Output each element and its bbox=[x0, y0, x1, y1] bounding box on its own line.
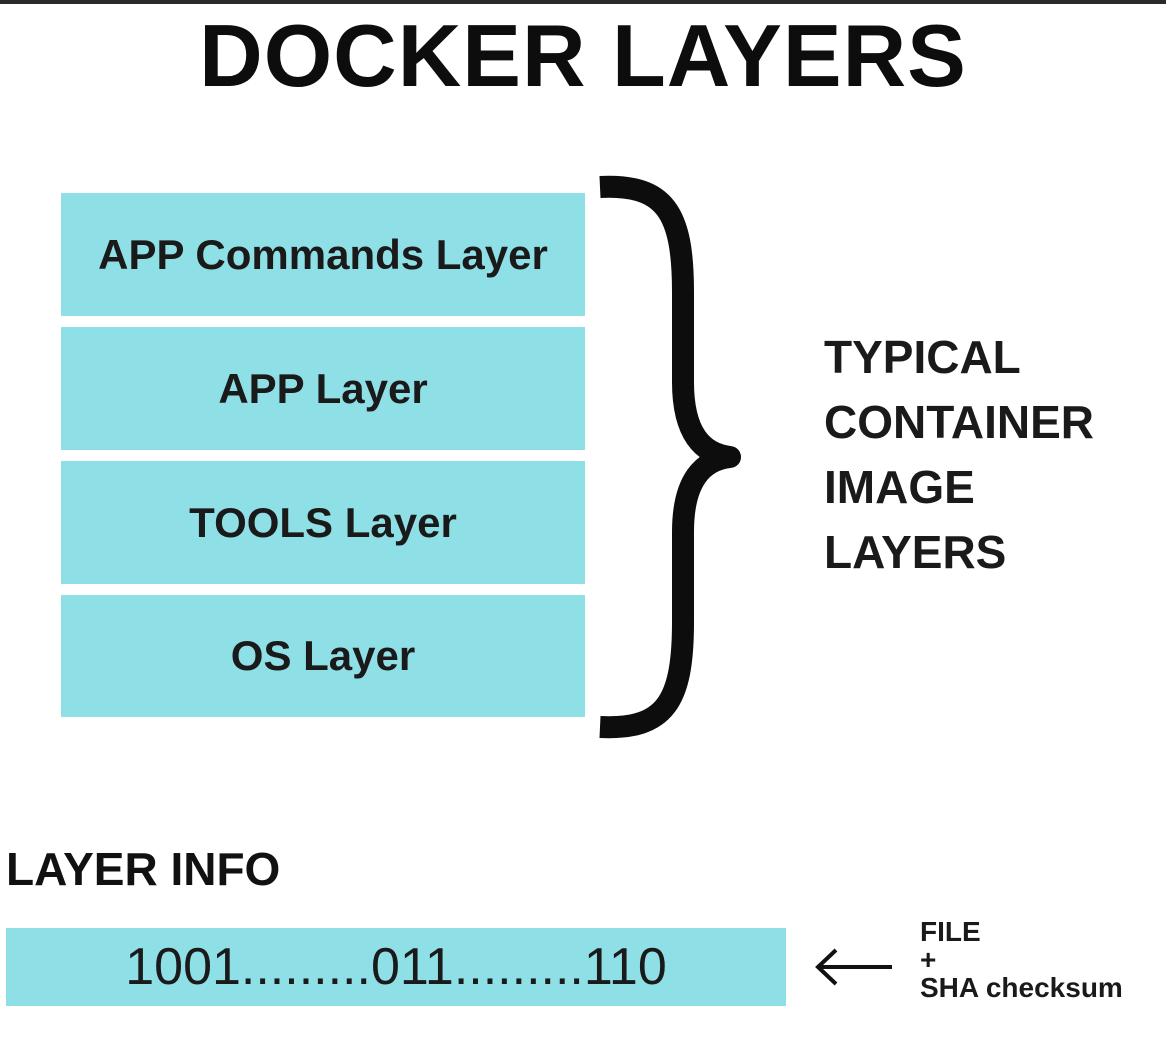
layer-app: APP Layer bbox=[61, 327, 585, 450]
top-rule bbox=[0, 0, 1166, 4]
annotation-sha-checksum: SHA checksum bbox=[920, 972, 1123, 1003]
side-label-line-1: TYPICAL bbox=[824, 331, 1021, 383]
page-title: DOCKER LAYERS bbox=[199, 6, 967, 105]
layer-info-bits: 1001.........011.........110 bbox=[6, 928, 786, 1006]
side-label-line-4: LAYERS bbox=[824, 526, 1007, 578]
annotation-file: FILE bbox=[920, 916, 981, 947]
side-label-line-2: CONTAINER bbox=[824, 396, 1095, 448]
right-curly-brace-icon bbox=[599, 175, 741, 739]
annotation-plus: + bbox=[920, 944, 937, 975]
container-image-layers-label: TYPICAL CONTAINER IMAGE LAYERS bbox=[824, 325, 1094, 585]
side-label-line-3: IMAGE bbox=[824, 461, 975, 513]
layer-tools: TOOLS Layer bbox=[61, 461, 585, 584]
file-sha-annotation: FILE + SHA checksum bbox=[920, 918, 1123, 1002]
layer-os: OS Layer bbox=[61, 595, 585, 717]
layer-app-commands: APP Commands Layer bbox=[61, 193, 585, 316]
left-arrow-icon bbox=[815, 948, 892, 986]
layer-info-heading: LAYER INFO bbox=[6, 843, 281, 895]
